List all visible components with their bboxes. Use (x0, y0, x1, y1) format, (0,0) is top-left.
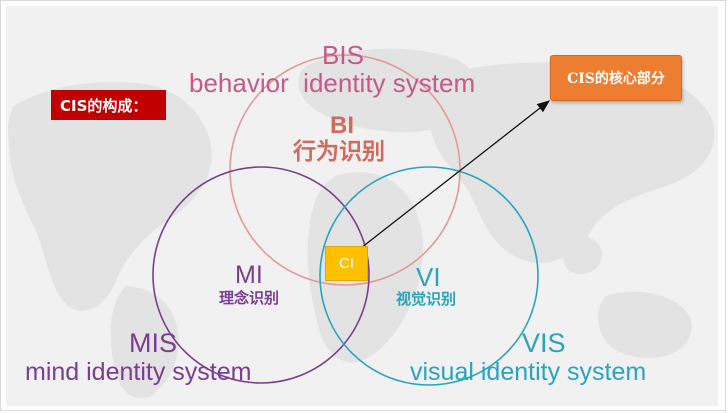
vi-circle (319, 166, 539, 386)
vi-cn: 视觉识别 (396, 290, 457, 308)
bis-abbr: BIS (322, 40, 364, 70)
cis-composition-tag: CIS的构成： (51, 90, 166, 120)
mis-full: mind identity system (25, 358, 252, 386)
vi-abbr: VI (416, 262, 441, 292)
mi-circle (152, 166, 370, 384)
mi-cn: 理念识别 (219, 289, 280, 307)
bi-abbr: BI (330, 112, 354, 139)
vis-abbr: VIS (522, 328, 566, 358)
mi-abbr: MI (235, 261, 263, 289)
ci-box: CI (325, 246, 368, 281)
vis-full: visual identity system (410, 358, 647, 386)
cis-core-box: CIS的核心部分 (550, 55, 682, 101)
slide: CIS的构成： CIS的核心部分 BIS behavior identity s… (6, 6, 718, 406)
arrow-icon (360, 100, 551, 249)
bis-full: behavior identity system (189, 68, 476, 98)
bi-cn: 行为识别 (293, 139, 385, 165)
mis-abbr: MIS (129, 328, 178, 358)
